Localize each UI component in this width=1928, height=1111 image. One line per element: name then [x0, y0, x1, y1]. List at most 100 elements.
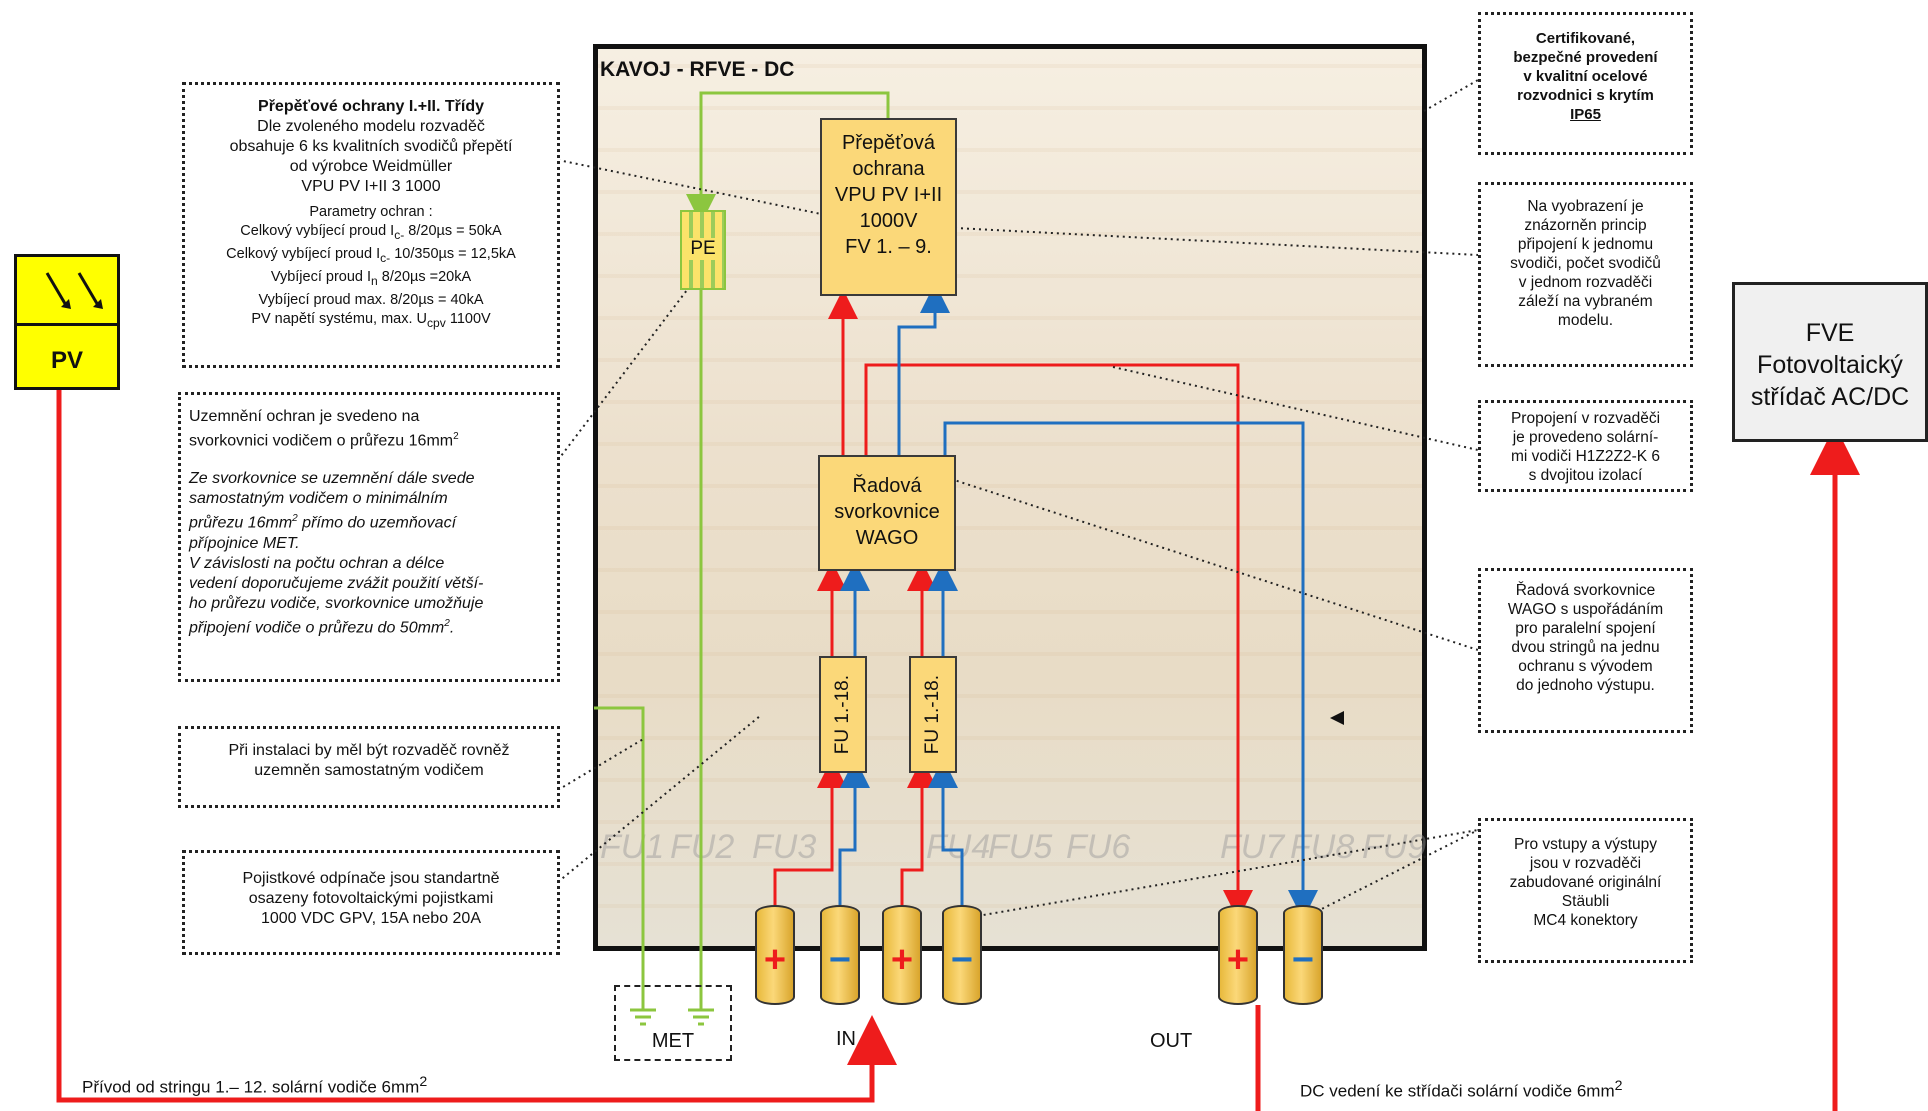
note-line: Stäubli [1561, 893, 1610, 910]
note-wiring: Propojení v rozvaděči je provedeno solár… [1478, 400, 1693, 492]
param-line: Celkový vybíjecí proud Ic- 10/350µs = 12… [226, 245, 516, 265]
wago-line: svorkovnice [834, 501, 940, 523]
note-line: průřezu 16mm2 přímo do uzemňovací [189, 513, 457, 532]
param-line: Celkový vybíjecí proud Ic- 8/20µs = 50kA [240, 223, 502, 242]
in-label: IN [836, 1028, 856, 1050]
surge-line: Přepěťová [841, 132, 936, 154]
callout-lines [557, 79, 1479, 926]
plus-sign: + [1226, 939, 1250, 981]
mc4-connector-plus: + [882, 905, 922, 1005]
wago-line: Řadová [852, 475, 922, 497]
minus-sign: − [1291, 939, 1315, 981]
note-line: Pojistkové odpínače jsou standartně [242, 870, 500, 887]
minus-sign: − [950, 939, 974, 981]
ip-rating: IP65 [1570, 106, 1601, 123]
note-line: Řadová svorkovnice [1515, 582, 1656, 599]
note-wago: Řadová svorkovnice WAGO s uspořádáním pr… [1478, 568, 1693, 733]
note-line: do jednoho výstupu. [1516, 677, 1655, 694]
note-line: Dle zvoleného modelu rozvaděč [257, 118, 485, 135]
note-line: v jednom rozvaděči [1518, 274, 1653, 291]
note-line: dvou stringů na jednu [1511, 639, 1660, 656]
note-line: přípojnice MET. [189, 534, 300, 552]
ground-wires [594, 91, 890, 1010]
surge-line: FV 1. – 9. [845, 236, 932, 258]
note-line: Propojení v rozvaděči [1510, 410, 1661, 427]
inverter-line: FVE [1805, 319, 1855, 347]
note-line: V závislosti na počtu ochran a délce [189, 554, 445, 572]
param-line: Vybíjecí proud max. 8/20µs = 40kA [258, 291, 484, 308]
pe-label: PE [686, 238, 720, 260]
ghost-fu-label: FU9 [1362, 828, 1427, 866]
fuse-holder-1: FU 1.-18. [819, 656, 867, 773]
note-grounding: Uzemnění ochran je svedeno na svorkovnic… [178, 392, 560, 682]
note-line: obsahuje 6 ks kvalitních svodičů přepětí [229, 138, 513, 155]
note-line: WAGO s uspořádáním [1507, 601, 1664, 618]
negative-wires [838, 283, 1318, 920]
surge-line: 1000V [859, 210, 918, 232]
note-line: záleží na vybraném [1518, 293, 1653, 310]
note-line: jsou v rozvaděči [1529, 855, 1642, 872]
note-line: samostatným vodičem o minimálním [189, 490, 448, 508]
note-line: připojení vodiče o průřezu do 50mm2. [189, 617, 455, 636]
plus-sign: + [763, 939, 787, 981]
note-line: Certifikované, [1535, 30, 1636, 47]
note-line: vedení doporučujeme zvážit použití větší… [189, 574, 484, 592]
note-certified: Certifikované, bezpečné provedení v kval… [1478, 12, 1693, 155]
param-line: PV napětí systému, max. Ucpv 1100V [251, 310, 491, 330]
ghost-fu-label: FU8 [1290, 828, 1355, 866]
note-line: s dvojitou izolací [1528, 467, 1643, 484]
minus-sign: − [828, 939, 852, 981]
note-line: pro paralelní spojení [1515, 620, 1656, 637]
note-line: Na vyobrazení je [1527, 198, 1644, 215]
note-line: uzemněn samostatným vodičem [254, 762, 484, 779]
met-label: MET [651, 1030, 695, 1052]
ghost-fu-label: FU6 [1066, 828, 1131, 866]
met-busbar-box [614, 985, 732, 1061]
surge-protector-box: Přepěťová ochrana VPU PV I+II 1000V FV 1… [820, 118, 957, 296]
output-feeder-text: DC vedení ke střídači solární vodiče 6mm [1300, 1081, 1615, 1101]
note-line: je provedeno solární- [1512, 429, 1659, 446]
inverter-box: FVE Fotovoltaický střídač AC/DC [1732, 282, 1928, 442]
note-title: Přepěťové ochrany I.+II. Třídy [258, 98, 484, 115]
note-line: rozvodnici s krytím [1517, 87, 1654, 104]
cabinet-title: KAVOJ - RFVE - DC [600, 58, 795, 81]
note-surge-protection: Přepěťové ochrany I.+II. Třídy Dle zvole… [182, 82, 560, 368]
plus-sign: + [890, 939, 914, 981]
note-mc4: Pro vstupy a výstupy jsou v rozvaděči za… [1478, 818, 1693, 963]
ghost-fu-label: FU1 [600, 828, 665, 866]
param-line: Vybíjecí proud In 8/20µs =20kA [270, 268, 472, 288]
note-line: svorkovnici vodičem o průřezu 16mm2 [189, 431, 459, 450]
note-line: Při instalaci by měl být rozvaděč rovněž [228, 742, 510, 759]
note-line: svodiči, počet svodičů [1510, 255, 1661, 272]
input-feeder-sup: 2 [419, 1074, 428, 1090]
note-line: znázorněn princip [1524, 217, 1647, 234]
fuse-label: FU 1.-18. [832, 674, 853, 755]
out-label: OUT [1150, 1030, 1193, 1052]
mc4-connector-minus: − [942, 905, 982, 1005]
note-line: osazeny fotovoltaickými pojistkami [248, 890, 494, 907]
mc4-connector-plus: + [1218, 905, 1258, 1005]
wago-terminal-box: Řadová svorkovnice WAGO [818, 455, 956, 571]
note-line: Ze svorkovnice se uzemnění dále svede [189, 470, 475, 488]
note-line: mi vodiči H1Z2Z2-K 6 [1510, 448, 1660, 465]
mc4-connector-minus: − [1283, 905, 1323, 1005]
surge-line: ochrana [852, 158, 925, 180]
note-line: připojení k jednomu [1517, 236, 1654, 253]
inverter-line: Fotovoltaický [1757, 351, 1903, 379]
surge-line: VPU PV I+II [834, 184, 943, 206]
pointer-triangle [1330, 711, 1344, 725]
note-line: MC4 konektory [1533, 912, 1638, 929]
note-line: ochranu s vývodem [1518, 658, 1653, 675]
ghost-fu-label: FU5 [988, 828, 1053, 866]
pv-label: PV [50, 347, 83, 374]
sun-rays-icon [45, 272, 103, 309]
input-feeder-caption: Přívod od stringu 1.– 12. solární vodiče… [82, 1074, 427, 1098]
note-line: modelu. [1557, 312, 1614, 329]
pv-panel-symbol: PV [14, 254, 120, 390]
wago-line: WAGO [855, 527, 919, 549]
note-line: ho průřezu vodiče, svorkovnice umožňuje [189, 594, 484, 612]
note-line: od výrobce Weidmüller [289, 158, 453, 175]
ghost-fu-label: FU3 [752, 828, 817, 866]
fuse-holder-2: FU 1.-18. [909, 656, 957, 773]
note-line: bezpečné provedení [1513, 49, 1658, 66]
